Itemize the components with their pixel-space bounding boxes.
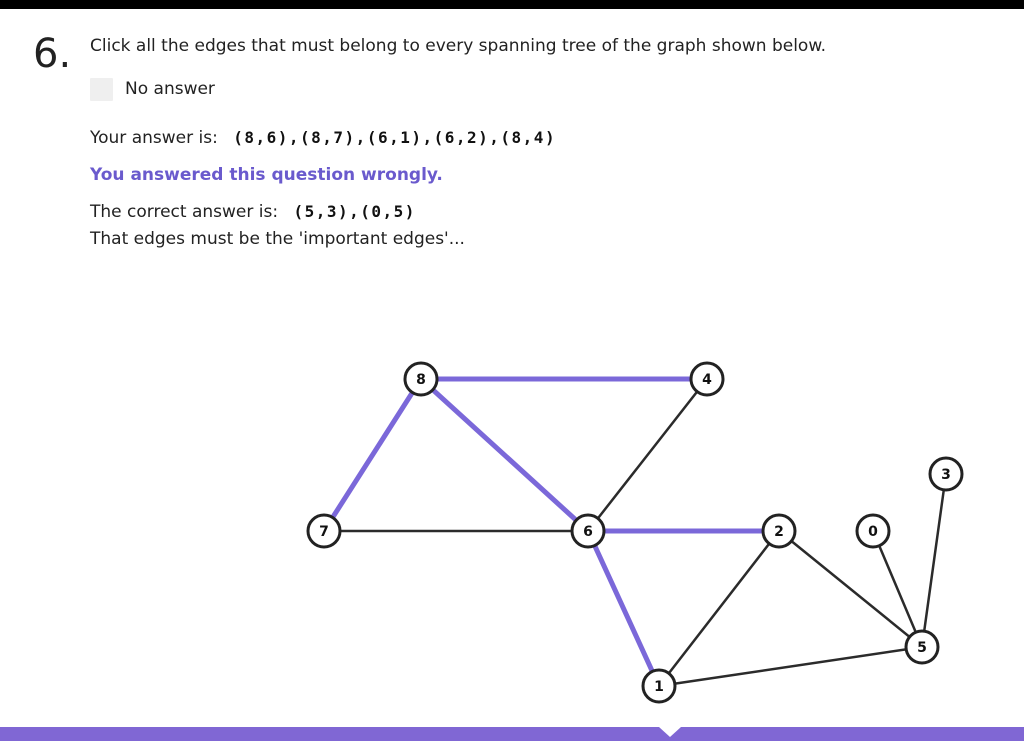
edge-4-6[interactable] <box>586 377 709 533</box>
node-circle <box>570 513 606 549</box>
question-prompt: Click all the edges that must belong to … <box>90 36 827 56</box>
node-circle <box>403 361 439 397</box>
edge-2-1[interactable] <box>657 529 781 688</box>
edge-3-5[interactable] <box>920 472 948 649</box>
node-circle <box>928 456 964 492</box>
explanation-text: That edges must be the 'important edges'… <box>90 229 465 249</box>
node-circle <box>904 629 940 665</box>
node-circle <box>689 361 725 397</box>
no-answer-checkbox[interactable] <box>90 77 113 101</box>
node-label: 3 <box>941 467 951 483</box>
node-3: 3 <box>928 456 964 492</box>
your-answer-label: Your answer is: <box>90 128 218 148</box>
node-label: 5 <box>917 640 927 656</box>
correct-answer-line: The correct answer is: (5,3),(0,5) <box>90 201 416 223</box>
your-answer-line: Your answer is: (8,6),(8,7),(6,1),(6,2),… <box>90 127 556 149</box>
node-0: 0 <box>855 513 891 549</box>
top-bar <box>0 0 1024 9</box>
edge-8-7[interactable] <box>321 376 424 534</box>
bottom-bar <box>0 727 1024 741</box>
no-answer-option[interactable]: No answer <box>90 77 215 101</box>
node-5: 5 <box>904 629 940 665</box>
node-label: 4 <box>702 372 712 388</box>
your-answer-value: (8,6),(8,7),(6,1),(6,2),(8,4) <box>233 128 557 147</box>
node-label: 7 <box>319 524 329 540</box>
node-6: 6 <box>570 513 606 549</box>
node-label: 0 <box>868 524 878 540</box>
node-1: 1 <box>641 668 677 704</box>
graph-nodes: 8 4 7 6 2 0 3 5 1 <box>306 361 964 704</box>
feedback-message: You answered this question wrongly. <box>90 165 443 185</box>
correct-answer-value: (5,3),(0,5) <box>293 202 416 221</box>
no-answer-label: No answer <box>125 79 215 99</box>
node-label: 2 <box>774 524 784 540</box>
edge-6-1[interactable] <box>585 528 662 689</box>
question-number: 6. <box>33 31 72 77</box>
bottom-bar-notch <box>659 727 681 737</box>
node-label: 1 <box>654 679 664 695</box>
node-8: 8 <box>403 361 439 397</box>
graph-edges <box>321 376 948 689</box>
edge-2-5[interactable] <box>777 529 924 649</box>
node-label: 6 <box>583 524 593 540</box>
node-label: 8 <box>416 372 426 388</box>
edge-0-5[interactable] <box>871 529 924 649</box>
node-circle <box>855 513 891 549</box>
node-circle <box>306 513 342 549</box>
node-7: 7 <box>306 513 342 549</box>
node-4: 4 <box>689 361 725 397</box>
node-circle <box>641 668 677 704</box>
node-2: 2 <box>761 513 797 549</box>
correct-answer-label: The correct answer is: <box>90 202 279 222</box>
edge-8-6[interactable] <box>418 376 591 534</box>
node-circle <box>761 513 797 549</box>
edge-1-5[interactable] <box>657 645 924 688</box>
